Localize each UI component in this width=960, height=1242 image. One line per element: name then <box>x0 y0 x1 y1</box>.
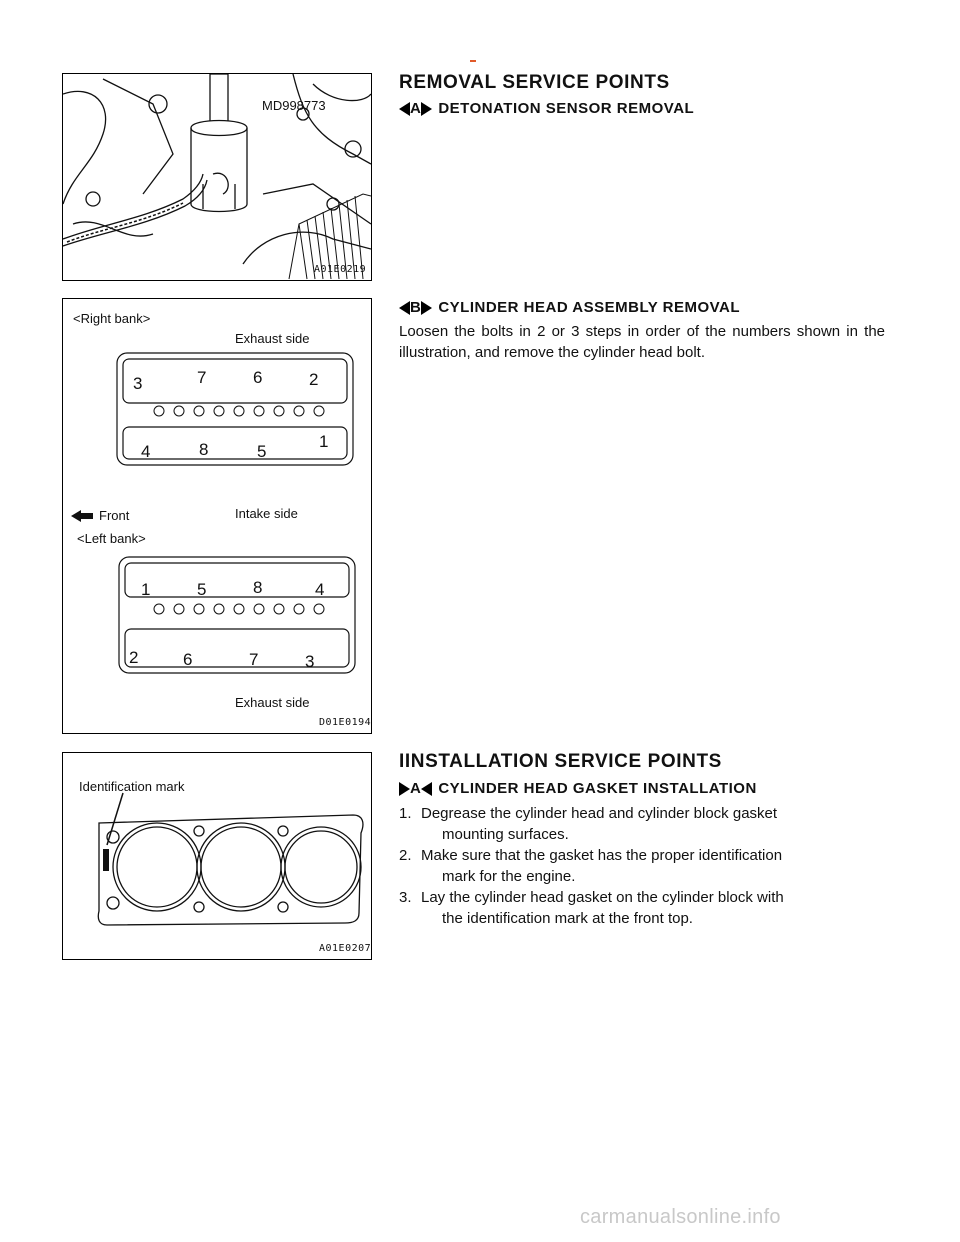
step-letter: B <box>410 299 422 316</box>
bolt-number: 1 <box>141 580 150 599</box>
head-bolt-order-drawing: 3 7 6 2 4 8 5 1 1 5 8 4 2 6 7 3 <box>71 352 356 674</box>
triangle-right-icon <box>421 300 433 315</box>
triangle-left-icon <box>399 300 410 315</box>
bolt-number: 7 <box>249 650 258 669</box>
bolt-number: 5 <box>257 442 266 461</box>
left-bank-label: <Left bank> <box>77 531 146 546</box>
triangle-right-icon <box>399 781 410 796</box>
detonation-sensor-drawing <box>63 74 371 280</box>
bolt-number: 8 <box>253 578 262 597</box>
cylinder-head-removal-text: Loosen the bolts in 2 or 3 steps in orde… <box>399 323 885 361</box>
bolt-number: 6 <box>253 368 262 387</box>
step-text: Degrease the cylinder head and cylinder … <box>421 805 778 822</box>
bolt-number: 7 <box>197 368 206 387</box>
figure-code: A01E0219 <box>314 264 367 275</box>
step-text: mounting surfaces. <box>442 826 569 843</box>
figure-head-gasket: Identification mark A01E0207 <box>62 752 372 960</box>
step-letter: A <box>410 780 422 797</box>
triangle-right-icon <box>421 101 433 116</box>
list-item: 3. Lay the cylinder head gasket on the c… <box>399 887 885 929</box>
installation-section-title: IINSTALLATION SERVICE POINTS <box>399 751 722 772</box>
page-top-mark <box>470 60 476 62</box>
figure-detonation-sensor: MD998773 A01E0219 <box>62 73 372 281</box>
list-item: 1. Degrease the cylinder head and cylind… <box>399 803 885 845</box>
watermark-text: carmanualsonline.info <box>580 1206 781 1228</box>
figure-code: A01E0207 <box>319 943 372 954</box>
heading-text: CYLINDER HEAD ASSEMBLY REMOVAL <box>438 299 741 316</box>
bolt-number: 5 <box>197 580 206 599</box>
triangle-left-icon <box>421 781 433 796</box>
front-arrow-icon <box>71 510 93 522</box>
exhaust-side-bottom-label: Exhaust side <box>235 695 310 710</box>
bolt-number: 6 <box>183 650 192 669</box>
identification-mark-label: Identification mark <box>79 779 185 794</box>
step-text: mark for the engine. <box>442 868 576 885</box>
bolt-number: 3 <box>133 374 142 393</box>
installation-steps: 1. Degrease the cylinder head and cylind… <box>399 803 885 929</box>
list-item: 2. Make sure that the gasket has the pro… <box>399 845 885 887</box>
exhaust-side-top-label: Exhaust side <box>235 331 310 346</box>
step-text: the identification mark at the front top… <box>442 910 693 927</box>
cylinder-head-removal-heading: B CYLINDER HEAD ASSEMBLY REMOVAL <box>399 299 740 316</box>
bolt-number: 4 <box>141 442 150 461</box>
bolt-number: 2 <box>129 648 138 667</box>
step-text: Lay the cylinder head gasket on the cyli… <box>421 889 784 906</box>
heading-text: DETONATION SENSOR REMOVAL <box>438 100 695 117</box>
front-label: Front <box>99 508 130 523</box>
gasket-installation-heading: A CYLINDER HEAD GASKET INSTALLATION <box>399 780 757 797</box>
figure-code: D01E0194 <box>319 717 372 728</box>
detonation-sensor-heading: A DETONATION SENSOR REMOVAL <box>399 100 694 117</box>
step-text: Make sure that the gasket has the proper… <box>421 847 783 864</box>
step-number: 2. <box>399 847 412 864</box>
tool-label: MD998773 <box>262 98 326 113</box>
triangle-left-icon <box>399 101 410 116</box>
bolt-number: 2 <box>309 370 318 389</box>
step-number: 3. <box>399 889 412 906</box>
right-bank-label: <Right bank> <box>73 311 151 326</box>
bolt-number: 1 <box>319 432 328 451</box>
bolt-number: 8 <box>199 440 208 459</box>
figure-head-bolt-order: 3 7 6 2 4 8 5 1 1 5 8 4 2 6 7 3 <Right b… <box>62 298 372 734</box>
bolt-number: 3 <box>305 652 314 671</box>
removal-section-title: REMOVAL SERVICE POINTS <box>399 72 670 93</box>
heading-text: CYLINDER HEAD GASKET INSTALLATION <box>438 780 757 797</box>
bolt-number: 4 <box>315 580 324 599</box>
intake-side-label: Intake side <box>235 506 298 521</box>
step-letter: A <box>410 100 422 117</box>
step-number: 1. <box>399 805 412 822</box>
head-gasket-drawing <box>97 792 364 926</box>
